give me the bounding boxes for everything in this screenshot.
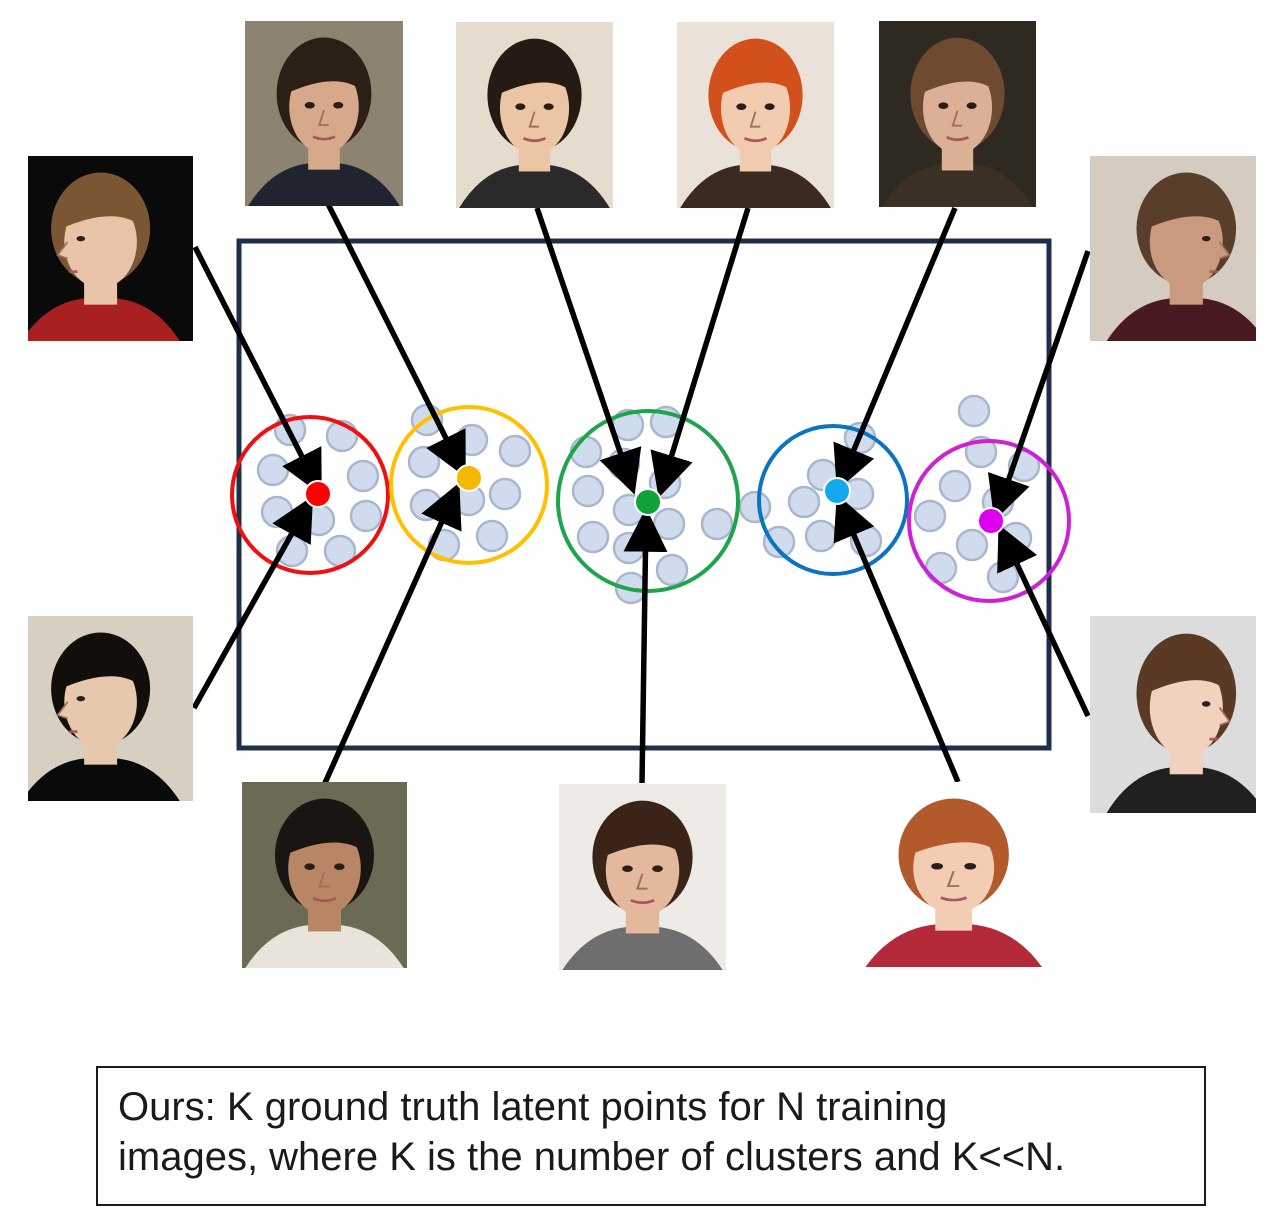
latent-point <box>804 519 838 553</box>
latent-point <box>346 459 380 493</box>
cluster-circles-layer <box>230 405 1071 603</box>
cluster-circle <box>556 409 740 593</box>
arrow <box>322 482 462 785</box>
latent-point <box>955 528 989 562</box>
latent-point <box>913 499 947 533</box>
face-woman-profile-right-2-photo <box>1090 616 1256 813</box>
arrow <box>534 207 642 495</box>
face-woman-dark-hair-profile-photo <box>28 616 193 801</box>
latent-point <box>260 495 294 529</box>
latent-point <box>612 531 646 565</box>
latent-point <box>938 469 972 503</box>
latent-point <box>569 435 603 469</box>
latent-point <box>787 485 821 519</box>
face-woman-red-visor-photo <box>28 156 193 341</box>
caption-line-2: images, where K is the number of cluster… <box>118 1135 1066 1179</box>
latent-point <box>475 519 509 553</box>
face-woman-bangs-photo <box>879 21 1036 207</box>
cluster-circle <box>389 405 549 565</box>
latent-point <box>498 434 532 468</box>
face-woman-profile-right-photo <box>1090 156 1256 341</box>
cluster-centroid <box>634 488 662 516</box>
latent-point <box>488 477 522 511</box>
caption-line-1: Ours: K ground truth latent points for N… <box>118 1085 948 1129</box>
latent-point <box>986 560 1020 594</box>
latent-point <box>349 499 383 533</box>
latent-point <box>409 488 443 522</box>
latent-point <box>700 507 734 541</box>
latent-point <box>571 474 605 508</box>
caption-box: Ours: K ground truth latent points for N… <box>96 1066 1206 1206</box>
latent-point <box>738 490 772 524</box>
arrow <box>997 524 1091 718</box>
latent-point <box>407 445 441 479</box>
face-man-spiky-hair-photo <box>242 782 407 968</box>
latent-point <box>576 520 610 554</box>
latent-point <box>655 553 689 587</box>
face-teen-boy-photo <box>559 784 726 970</box>
cluster-centroid <box>823 477 851 505</box>
latent-point <box>652 507 686 541</box>
arrow <box>833 494 961 784</box>
cluster-circle <box>757 424 909 576</box>
face-girl-glasses-phone-photo <box>858 782 1042 967</box>
arrow <box>650 207 751 498</box>
cluster-circle <box>230 415 390 575</box>
cluster-centroid <box>304 480 332 508</box>
latent-point <box>455 423 489 457</box>
arrow <box>623 507 668 784</box>
centroids-layer <box>304 464 1005 535</box>
arrow <box>987 250 1091 521</box>
face-man-suit-photo <box>245 21 403 206</box>
arrow <box>833 206 958 491</box>
cluster-centroid <box>455 464 483 492</box>
latent-point <box>924 551 958 585</box>
latent-point <box>256 453 290 487</box>
face-young-man-bangs-photo <box>456 22 613 208</box>
arrow <box>319 190 466 478</box>
arrow <box>192 245 322 496</box>
cluster-circle <box>907 439 1071 603</box>
face-woman-orange-hair-photo <box>677 22 834 208</box>
arrow <box>191 495 314 710</box>
cluster-centroid <box>977 507 1005 535</box>
latent-point <box>762 525 796 559</box>
latent-point <box>957 394 991 428</box>
arrows-layer <box>191 190 1091 785</box>
